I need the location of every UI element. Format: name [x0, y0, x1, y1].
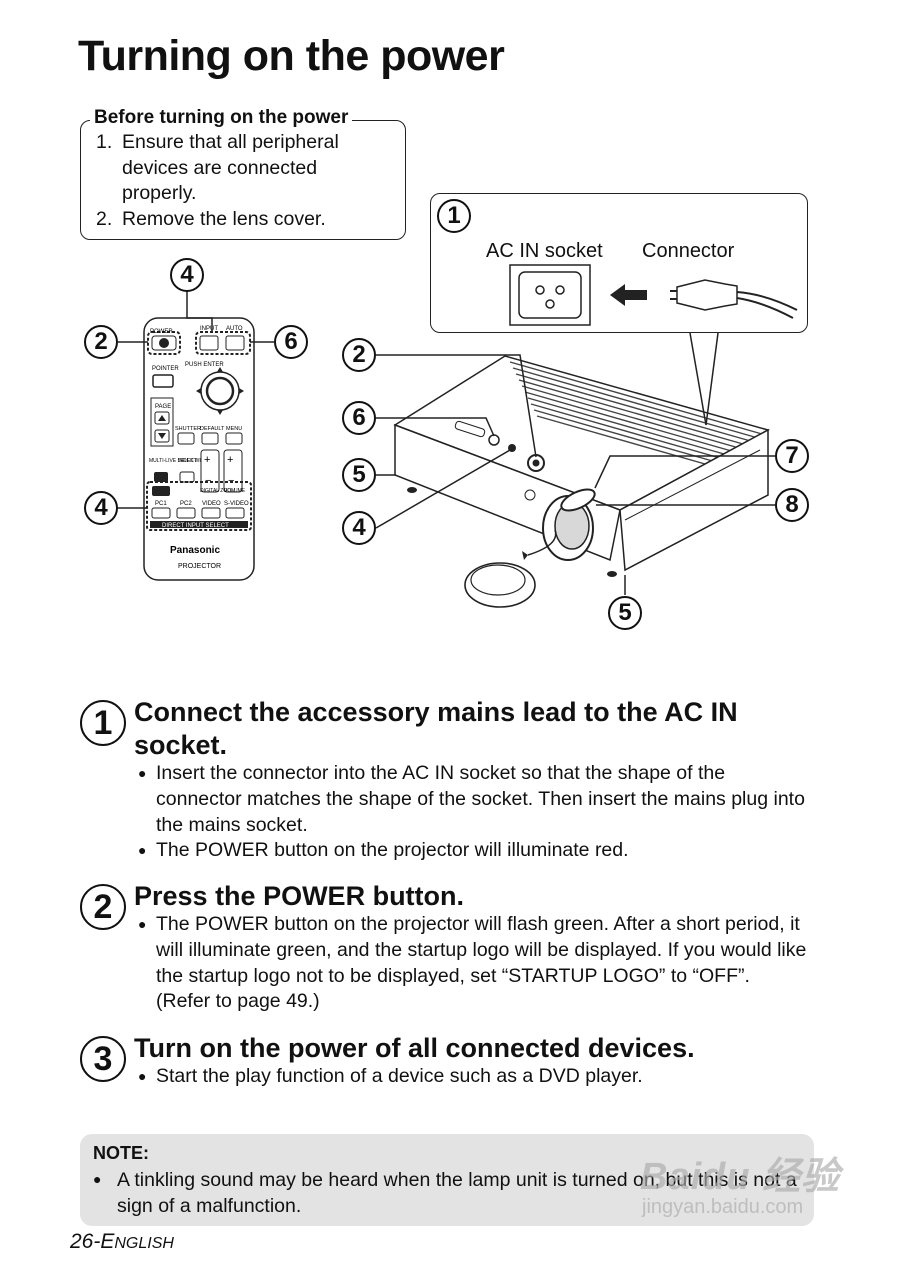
- step-title: Connect the accessory mains lead to the …: [134, 697, 738, 760]
- bullet-item: ●Insert the connector into the AC IN soc…: [138, 762, 805, 836]
- projector-callout-2: 2: [342, 338, 376, 372]
- svg-text:Panasonic: Panasonic: [170, 545, 220, 556]
- bullet-item: ●Start the play function of a device suc…: [138, 1065, 643, 1087]
- svg-text:MULTI-LIVE SELECT: MULTI-LIVE SELECT: [149, 458, 197, 464]
- svg-text:DIGITAL ZOOM: DIGITAL ZOOM: [200, 488, 235, 494]
- svg-text:MENU: MENU: [226, 426, 242, 432]
- projector-callout-8: 8: [775, 488, 809, 522]
- step-bullets: ●Insert the connector into the AC IN soc…: [138, 761, 808, 864]
- before-item: 1. Ensure that all peripheral devices ar…: [96, 131, 339, 204]
- svg-text:−: −: [205, 475, 211, 487]
- svg-text:+: +: [227, 454, 233, 466]
- svg-text:S-VIDEO: S-VIDEO: [224, 501, 249, 507]
- svg-text:PROJECTOR: PROJECTOR: [178, 563, 221, 570]
- note-text: ●A tinkling sound may be heard when the …: [93, 1167, 803, 1219]
- svg-text:PC2: PC2: [180, 501, 192, 507]
- svg-text:VOLUME: VOLUME: [224, 488, 246, 494]
- svg-text:VIDEO: VIDEO: [202, 501, 221, 507]
- svg-text:DIRECT INPUT SELECT: DIRECT INPUT SELECT: [162, 523, 229, 529]
- before-item: 2. Remove the lens cover.: [96, 207, 326, 230]
- bullet-item: ●The POWER button on the projector will …: [138, 913, 807, 1013]
- remote-power-label: POWER: [150, 329, 173, 335]
- step-number: 3: [80, 1036, 126, 1082]
- projector: [375, 332, 775, 608]
- step-bullets: ●Start the play function of a device suc…: [138, 1064, 808, 1090]
- svg-text:SHUTTER: SHUTTER: [175, 426, 201, 432]
- remote-callout-4-bottom: 4: [84, 491, 118, 525]
- page-footer: 26-ENGLISH: [70, 1230, 174, 1253]
- svg-text:AUTO: AUTO: [226, 326, 243, 332]
- svg-text:+: +: [204, 454, 210, 466]
- svg-text:INDEX WINDOW: INDEX WINDOW: [178, 458, 217, 464]
- remote-control: POWER INPUT AUTO POINTER PUSH ENTER PAGE…: [118, 290, 274, 581]
- before-power-title: Before turning on the power: [90, 107, 353, 129]
- before-power-list: 1. Ensure that all peripheral devices ar…: [96, 130, 339, 232]
- ac-in-socket-label: AC IN socket: [486, 240, 603, 262]
- socket-connector-graphic: [509, 264, 798, 326]
- note-title: NOTE:: [93, 1143, 149, 1163]
- note-box: [80, 1134, 814, 1226]
- projector-callout-7: 7: [775, 439, 809, 473]
- step-bullets: ●The POWER button on the projector will …: [138, 912, 808, 1015]
- ac-in-callout-box: [430, 193, 808, 333]
- step-title: Press the POWER button.: [134, 881, 465, 911]
- svg-text:PC1: PC1: [155, 501, 167, 507]
- projector-callout-4: 4: [342, 511, 376, 545]
- projector-callout-6: 6: [342, 401, 376, 435]
- page-title: Turning on the power: [78, 32, 505, 80]
- watermark: Baidu 经验 jingyan.baidu.com: [640, 1145, 840, 1219]
- svg-text:INPUT: INPUT: [200, 326, 218, 332]
- illustration: POWER INPUT AUTO POINTER PUSH ENTER PAGE…: [118, 290, 775, 608]
- step-title: Turn on the power of all connected devic…: [134, 1033, 695, 1063]
- step-number: 2: [80, 884, 126, 930]
- projector-callout-5: 5: [342, 458, 376, 492]
- remote-callout-4-top: 4: [170, 258, 204, 292]
- svg-text:DEFAULT: DEFAULT: [200, 426, 225, 432]
- step-number: 1: [80, 700, 126, 746]
- svg-text:PAGE: PAGE: [155, 404, 171, 410]
- remote-callout-2: 2: [84, 325, 118, 359]
- watermark-url: jingyan.baidu.com: [642, 1196, 804, 1218]
- svg-text:POINTER: POINTER: [152, 366, 179, 372]
- callout-number: 1: [437, 199, 471, 233]
- svg-text:PUSH ENTER: PUSH ENTER: [185, 362, 224, 368]
- remote-callout-6: 6: [274, 325, 308, 359]
- connector-label: Connector: [642, 240, 735, 262]
- bullet-item: ●The POWER button on the projector will …: [138, 839, 629, 862]
- bullet-item: ●A tinkling sound may be heard when the …: [93, 1169, 797, 1217]
- watermark-brand: Baidu 经验: [640, 1156, 841, 1198]
- projector-callout-5-foot: 5: [608, 596, 642, 630]
- page-number: 26-: [70, 1230, 101, 1253]
